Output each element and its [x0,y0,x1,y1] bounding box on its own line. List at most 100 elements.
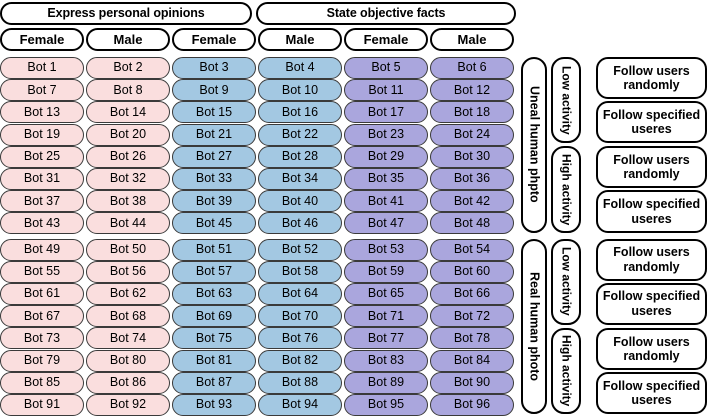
follow-strategy-box: Follow specified useres [596,190,707,233]
bot-cell: Bot 4 [258,57,342,79]
photo-type-label: Real human photo [521,238,547,415]
bot-cell: Bot 45 [172,212,256,235]
bot-cell: Bot 9 [172,79,256,102]
follow-strategy-box: Follow specified useres [596,372,707,415]
bot-cell: Bot 89 [344,371,428,394]
bot-cell: Bot 47 [344,212,428,235]
bot-cell: Bot 53 [344,238,428,261]
bot-cell: Bot 44 [86,212,170,235]
bot-cell: Bot 18 [430,101,514,124]
bot-cell: Bot 90 [430,371,514,394]
activity-level-text: Low activity [559,247,574,317]
bot-cell: Bot 5 [344,57,428,79]
bot-cell: Bot 37 [0,190,84,213]
follow-strategy-box: Follow users randomly [596,146,707,189]
bot-cell: Bot 40 [258,190,342,213]
bot-cell: Bot 36 [430,168,514,190]
bot-cell: Bot 23 [344,123,428,146]
gender-header-1: Female [0,28,84,51]
activity-level-text: Low activity [559,65,574,135]
activity-level-text: High activity [559,335,574,407]
bot-cell: Bot 58 [258,260,342,283]
activity-level-text: High activity [559,153,574,226]
bot-cell: Bot 79 [0,349,84,372]
bot-cell: Bot 1 [0,57,84,79]
bot-cell: Bot 93 [172,394,256,416]
bot-cell: Bot 74 [86,327,170,350]
bot-cell: Bot 75 [172,327,256,350]
bot-cell: Bot 42 [430,190,514,213]
bot-cell: Bot 35 [344,168,428,190]
bot-cell: Bot 88 [258,371,342,394]
bot-cell: Bot 80 [86,349,170,372]
bot-cell: Bot 84 [430,349,514,372]
bot-cell: Bot 56 [86,260,170,283]
bot-cell: Bot 70 [258,305,342,328]
bot-cell: Bot 14 [86,101,170,124]
bot-cell: Bot 11 [344,79,428,102]
gender-header-2: Male [86,28,170,51]
bot-cell: Bot 59 [344,260,428,283]
bot-cell: Bot 85 [0,371,84,394]
bot-cell: Bot 19 [0,123,84,146]
bot-cell: Bot 50 [86,238,170,261]
bot-cell: Bot 7 [0,79,84,102]
activity-level-label: Low activity [551,238,581,325]
bot-cell: Bot 12 [430,79,514,102]
group-header-2: State objective facts [256,2,516,25]
bot-cell: Bot 26 [86,145,170,168]
bot-cell: Bot 64 [258,283,342,305]
bot-cell: Bot 68 [86,305,170,328]
bot-cell: Bot 15 [172,101,256,124]
bot-cell: Bot 52 [258,238,342,261]
activity-level-label: Low activity [551,57,581,144]
group-header-1: Express personal opinions [0,2,252,25]
bot-cell: Bot 46 [258,212,342,235]
bot-cell: Bot 65 [344,283,428,305]
bot-cell: Bot 6 [430,57,514,79]
bot-cell: Bot 66 [430,283,514,305]
bot-cell: Bot 81 [172,349,256,372]
bot-cell: Bot 3 [172,57,256,79]
follow-strategy-box: Follow users randomly [596,57,707,100]
follow-strategy-box: Follow users randomly [596,238,707,281]
bot-cell: Bot 34 [258,168,342,190]
follow-strategy-box: Follow specified useres [596,101,707,144]
activity-level-label: High activity [551,146,581,233]
activity-level-label: High activity [551,327,581,415]
bot-cell: Bot 21 [172,123,256,146]
bot-cell: Bot 2 [86,57,170,79]
bot-cell: Bot 92 [86,394,170,416]
bot-cell: Bot 69 [172,305,256,328]
bot-cell: Bot 86 [86,371,170,394]
bot-cell: Bot 33 [172,168,256,190]
bot-cell: Bot 55 [0,260,84,283]
bot-cell: Bot 8 [86,79,170,102]
photo-type-label: Uneal human phpto [521,57,547,233]
bot-cell: Bot 16 [258,101,342,124]
bot-cell: Bot 49 [0,238,84,261]
bot-cell: Bot 77 [344,327,428,350]
bot-cell: Bot 62 [86,283,170,305]
bot-cell: Bot 10 [258,79,342,102]
bot-cell: Bot 96 [430,394,514,416]
bot-cell: Bot 67 [0,305,84,328]
bot-cell: Bot 39 [172,190,256,213]
bot-cell: Bot 61 [0,283,84,305]
bot-cell: Bot 32 [86,168,170,190]
bot-cell: Bot 24 [430,123,514,146]
bot-cell: Bot 48 [430,212,514,235]
bot-cell: Bot 30 [430,145,514,168]
bot-cell: Bot 31 [0,168,84,190]
bot-cell: Bot 28 [258,145,342,168]
bot-cell: Bot 83 [344,349,428,372]
bot-cell: Bot 54 [430,238,514,261]
bot-cell: Bot 17 [344,101,428,124]
bot-cell: Bot 20 [86,123,170,146]
bot-cell: Bot 27 [172,145,256,168]
bot-cell: Bot 82 [258,349,342,372]
bot-cell: Bot 29 [344,145,428,168]
bot-cell: Bot 43 [0,212,84,235]
gender-header-5: Female [344,28,428,51]
